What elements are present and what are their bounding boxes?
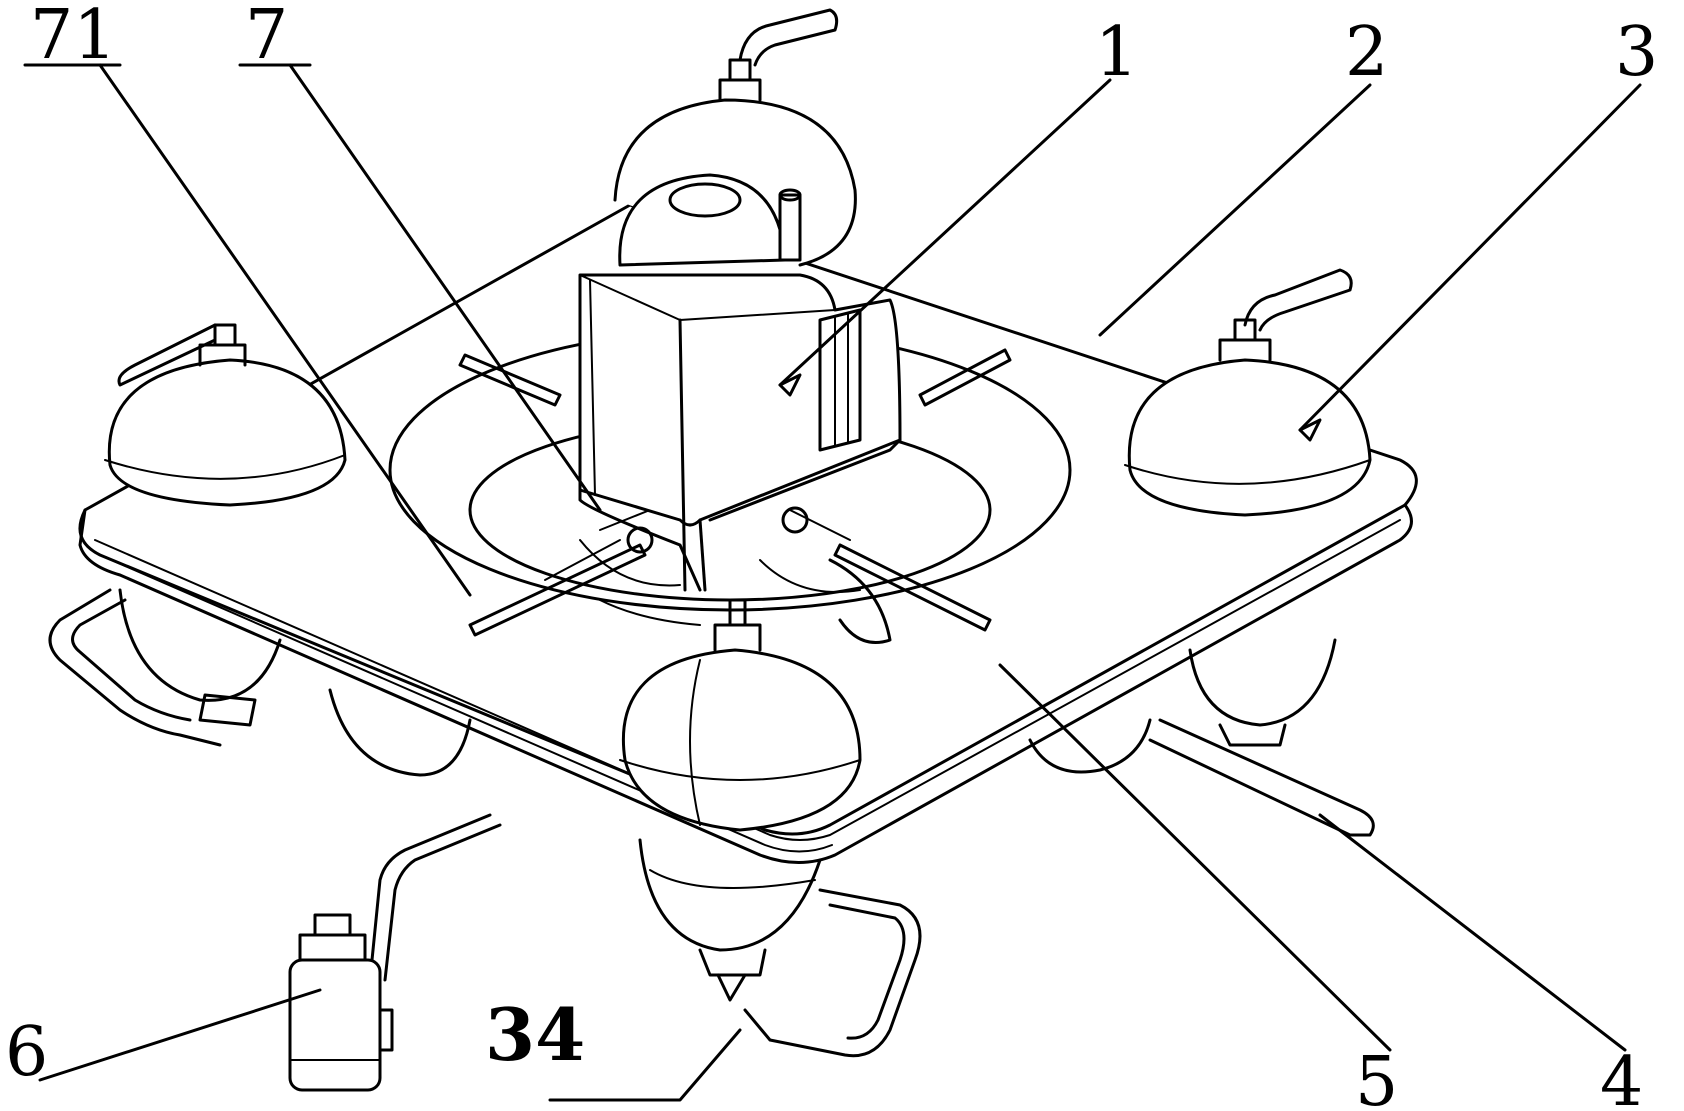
right-float xyxy=(1124,268,1372,517)
leader-lines xyxy=(23,63,1642,1102)
label-4: 4 xyxy=(1600,1043,1643,1111)
radial-arms xyxy=(458,348,1012,637)
front-float xyxy=(619,598,862,832)
label-71: 71 xyxy=(30,0,117,75)
left-float xyxy=(104,323,347,507)
label-2: 2 xyxy=(1345,13,1388,92)
label-3: 3 xyxy=(1615,13,1658,92)
label-5: 5 xyxy=(1355,1043,1398,1111)
label-6: 6 xyxy=(5,1013,48,1092)
label-1: 1 xyxy=(1095,13,1138,92)
callout-labels: 71 7 1 2 3 6 34 5 4 xyxy=(5,0,1658,1111)
motor-housing xyxy=(544,173,902,592)
label-34: 34 xyxy=(485,992,585,1077)
label-7: 7 xyxy=(245,0,288,75)
